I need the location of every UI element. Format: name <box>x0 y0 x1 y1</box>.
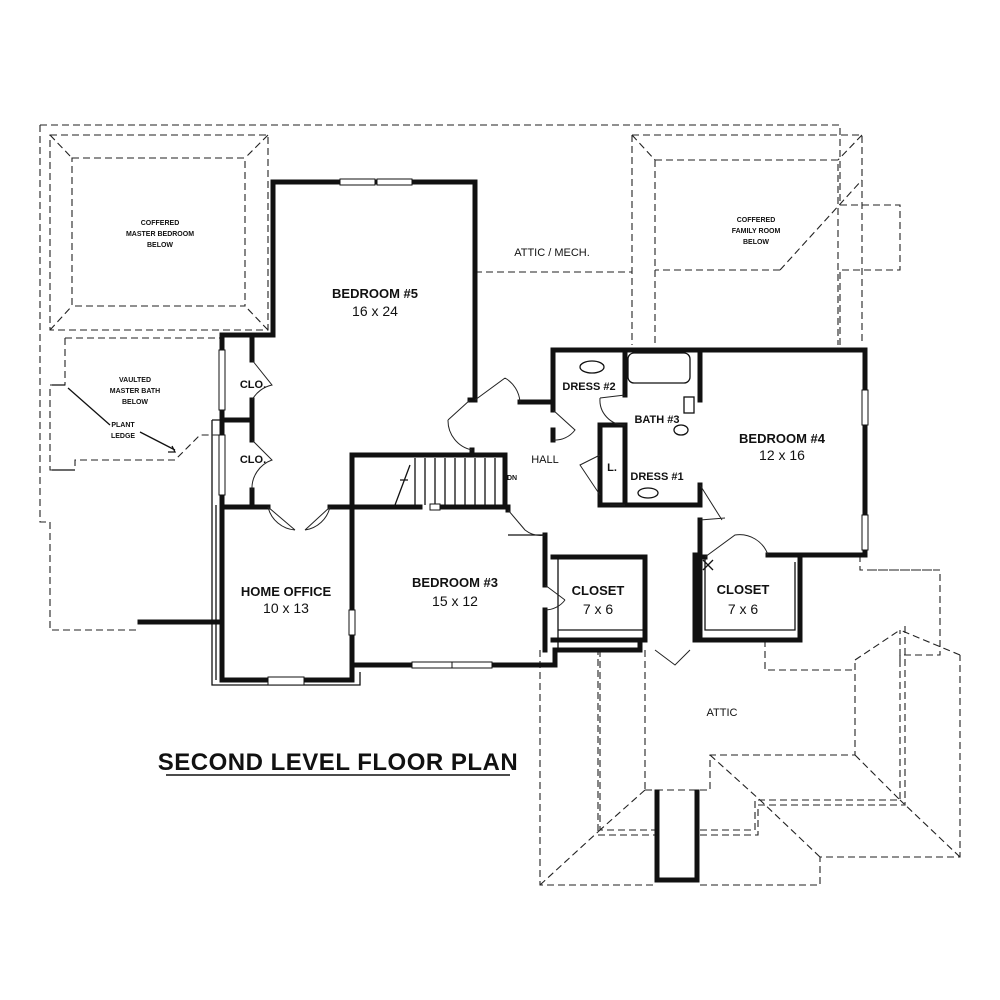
bedroom4-size: 12 x 16 <box>759 447 805 463</box>
attic-mech-label: ATTIC / MECH. <box>514 247 590 259</box>
closet-a-size: 7 x 6 <box>583 601 614 617</box>
dress2-label: DRESS #2 <box>562 381 615 393</box>
attic-label: ATTIC <box>707 707 738 719</box>
bedroom5-name: BEDROOM #5 <box>332 286 418 301</box>
coffered-family-note-1: COFFERED <box>737 217 776 224</box>
roof-outline-below <box>39 124 961 886</box>
vaulted-bath-note-1: VAULTED <box>119 377 151 384</box>
hall-label: HALL <box>531 454 559 466</box>
closet-a-name: CLOSET <box>572 583 625 598</box>
bedroom3-size: 15 x 12 <box>432 593 478 609</box>
linen-label: L. <box>607 462 617 474</box>
coffered-master-note-3: BELOW <box>147 242 173 249</box>
home-office-size: 10 x 13 <box>263 600 309 616</box>
bedroom4-name: BEDROOM #4 <box>739 431 826 446</box>
vaulted-bath-note-2: MASTER BATH <box>110 388 160 395</box>
plan-title: SECOND LEVEL FLOOR PLAN <box>158 749 518 776</box>
bedroom3-name: BEDROOM #3 <box>412 575 498 590</box>
room-labels: BEDROOM #5 16 x 24 BEDROOM #4 12 x 16 BE… <box>110 217 826 719</box>
windows <box>218 178 869 686</box>
bath3-label: BATH #3 <box>634 414 679 426</box>
clo-upper-label: CLO. <box>240 379 266 391</box>
doors <box>251 359 769 666</box>
coffered-master-note-2: MASTER BEDROOM <box>126 231 194 238</box>
coffered-master-note-1: COFFERED <box>141 220 180 227</box>
dress1-label: DRESS #1 <box>630 471 683 483</box>
plant-ledge-note-1: PLANT <box>111 422 135 429</box>
exterior-walls <box>137 179 868 883</box>
bedroom5-size: 16 x 24 <box>352 303 398 319</box>
coffered-family-note-3: BELOW <box>743 239 769 246</box>
clo-lower-label: CLO. <box>240 454 266 466</box>
home-office-name: HOME OFFICE <box>241 584 332 599</box>
vaulted-bath-note-3: BELOW <box>122 399 148 406</box>
stair-dn-label: DN <box>507 475 517 482</box>
coffered-family-note-2: FAMILY ROOM <box>732 228 781 235</box>
closet-b-name: CLOSET <box>717 582 770 597</box>
closet-b-size: 7 x 6 <box>728 601 759 617</box>
leader-lines <box>67 387 177 453</box>
plant-ledge-note-2: LEDGE <box>111 433 135 440</box>
